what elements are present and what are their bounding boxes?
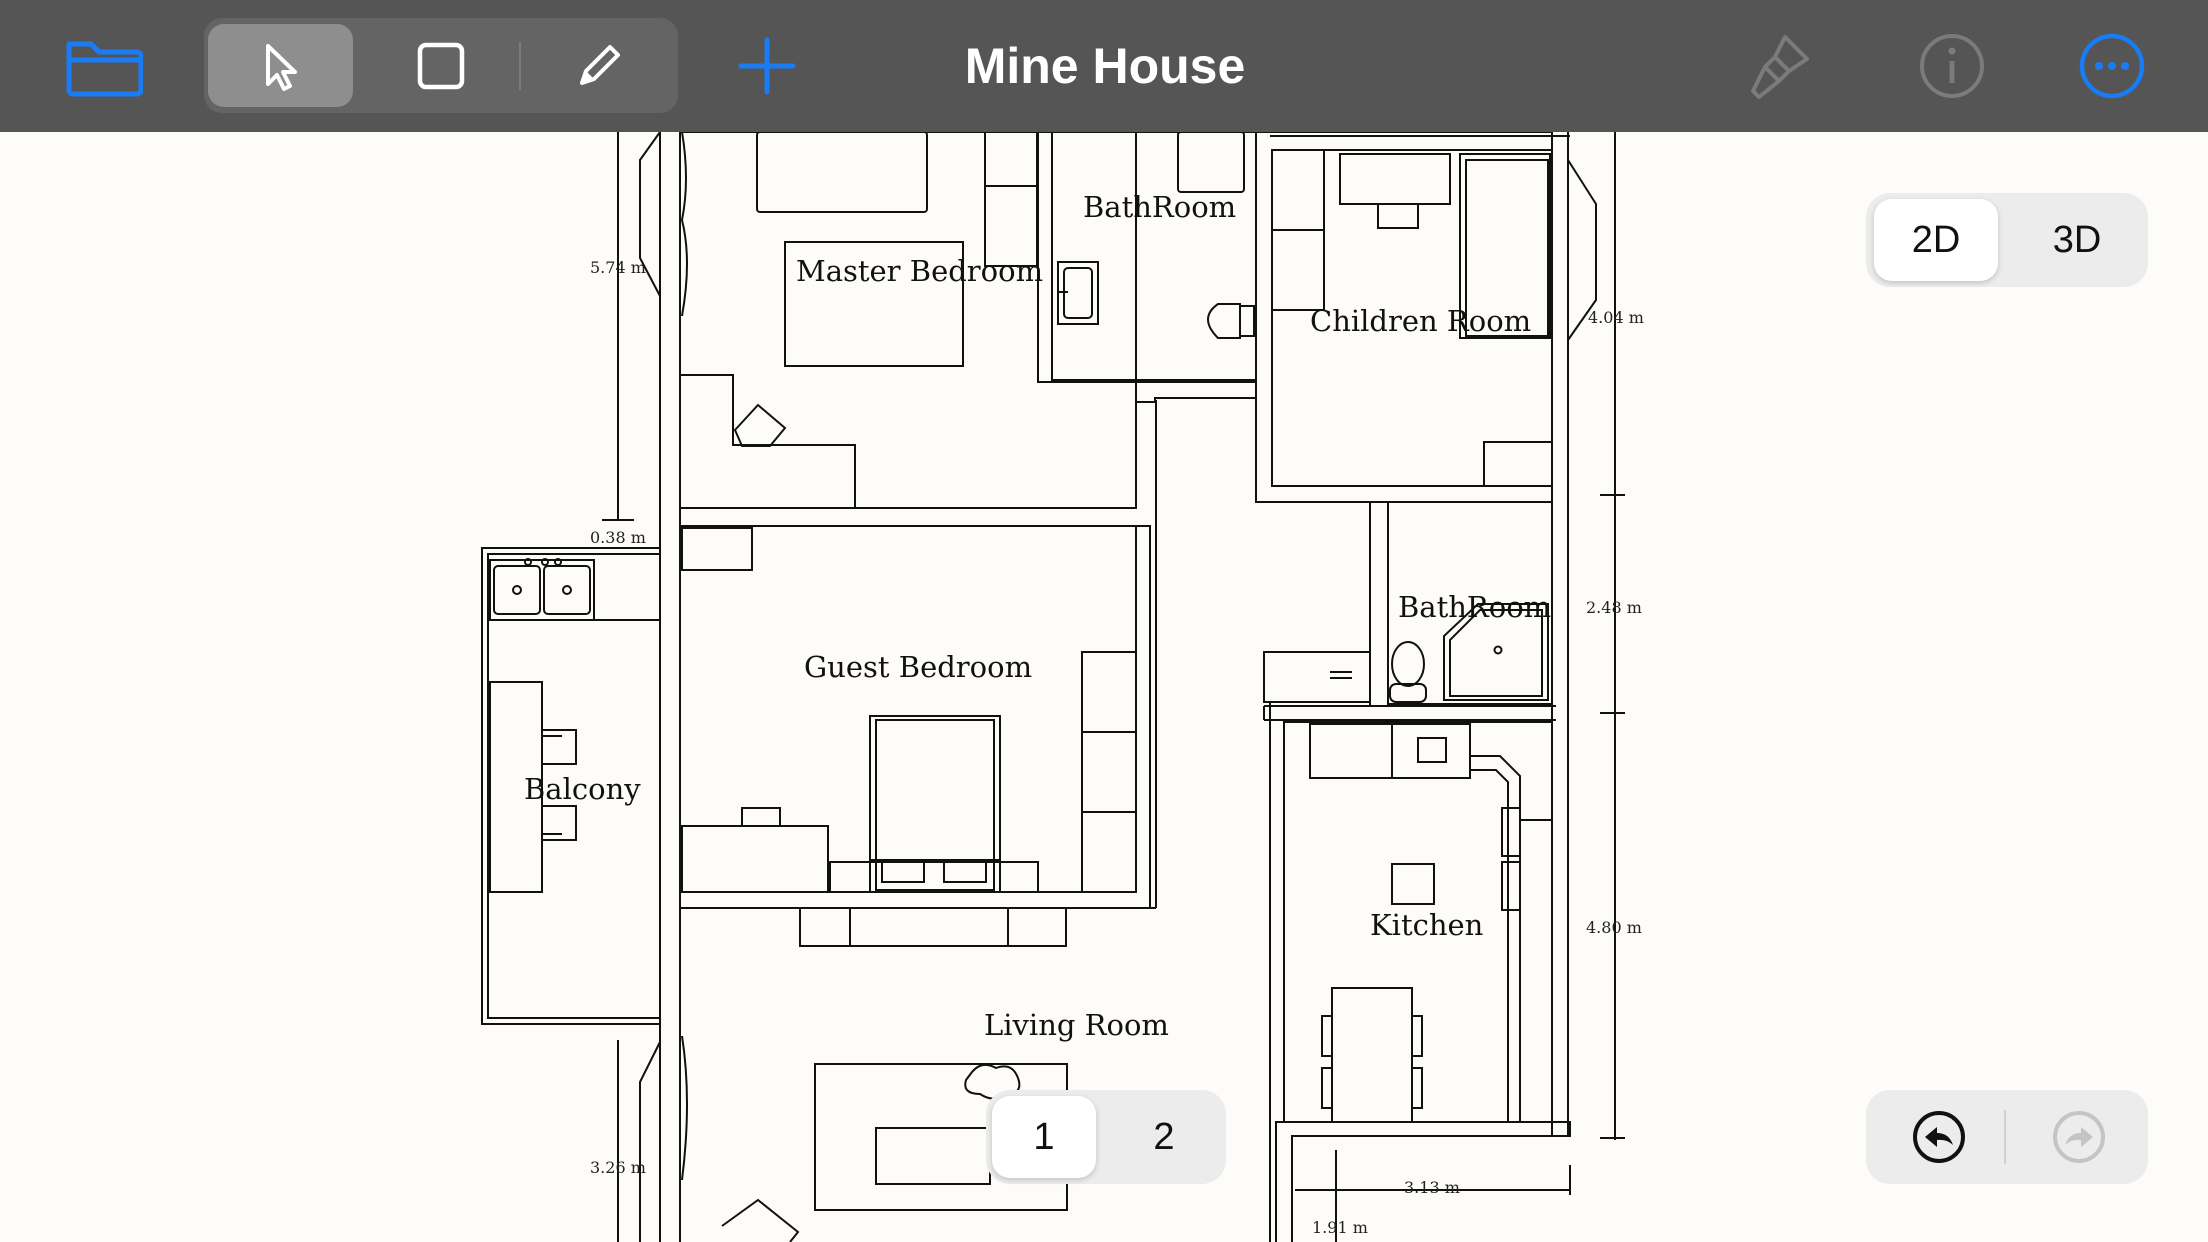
info-button[interactable] — [1910, 26, 1994, 106]
rectangle-tool-button[interactable] — [400, 30, 482, 102]
dimension-label: 4.04 m — [1588, 308, 1644, 327]
paintbrush-icon — [1751, 35, 1809, 99]
room-label-bathroom-top[interactable]: BathRoom — [1083, 190, 1237, 224]
undo-button[interactable] — [1902, 1100, 1976, 1174]
dimension-label: 3.13 m — [1404, 1178, 1460, 1197]
pencil-tool-button[interactable] — [558, 30, 640, 102]
room-label-balcony[interactable]: Balcony — [524, 772, 641, 806]
plus-icon — [738, 37, 796, 95]
dimension-label: 2.48 m — [1586, 598, 1642, 617]
room-label-kitchen[interactable]: Kitchen — [1370, 908, 1484, 942]
floor-plan-canvas[interactable]: Master Bedroom BathRoom Children Room Gu… — [0, 132, 2208, 1242]
select-arrow-icon — [266, 44, 297, 91]
floor-2-option[interactable]: 2 — [1153, 1115, 1175, 1158]
room-label-children-room[interactable]: Children Room — [1310, 304, 1532, 338]
document-title: Mine House — [964, 38, 1246, 94]
dimension-label: 0.38 m — [590, 528, 646, 547]
pencil-icon — [580, 45, 620, 85]
room-label-guest-bedroom[interactable]: Guest Bedroom — [804, 650, 1033, 684]
dimension-label: 5.74 m — [590, 258, 646, 277]
undo-redo-divider — [2004, 1110, 2006, 1164]
tool-divider — [519, 42, 521, 90]
room-label-living-room[interactable]: Living Room — [984, 1008, 1169, 1042]
folder-icon — [66, 41, 143, 97]
toolbar: Mine House — [0, 0, 2208, 132]
redo-icon — [2053, 1111, 2105, 1163]
floor-plan-drawing — [481, 132, 1625, 1242]
view-3d-option[interactable]: 3D — [2052, 218, 2102, 261]
dimension-label: 3.26 m — [590, 1158, 646, 1177]
rectangle-icon — [417, 42, 465, 90]
room-label-master-bedroom[interactable]: Master Bedroom — [796, 254, 1044, 288]
dimension-label: 1.91 m — [1312, 1218, 1368, 1237]
view-2d-option[interactable]: 2D — [1874, 199, 1998, 281]
floor-1-option[interactable]: 1 — [992, 1096, 1096, 1178]
info-icon — [1920, 34, 1984, 98]
folder-button[interactable] — [58, 28, 148, 104]
select-tool-button[interactable] — [208, 24, 353, 107]
dimension-label: 4.80 m — [1586, 918, 1642, 937]
redo-button[interactable] — [2042, 1100, 2116, 1174]
room-label-bathroom-mid[interactable]: BathRoom — [1398, 590, 1552, 624]
paintbrush-button[interactable] — [1738, 26, 1822, 106]
more-button[interactable] — [2070, 26, 2154, 106]
add-button[interactable] — [726, 28, 808, 104]
more-icon — [2079, 33, 2145, 99]
undo-icon — [1913, 1111, 1965, 1163]
